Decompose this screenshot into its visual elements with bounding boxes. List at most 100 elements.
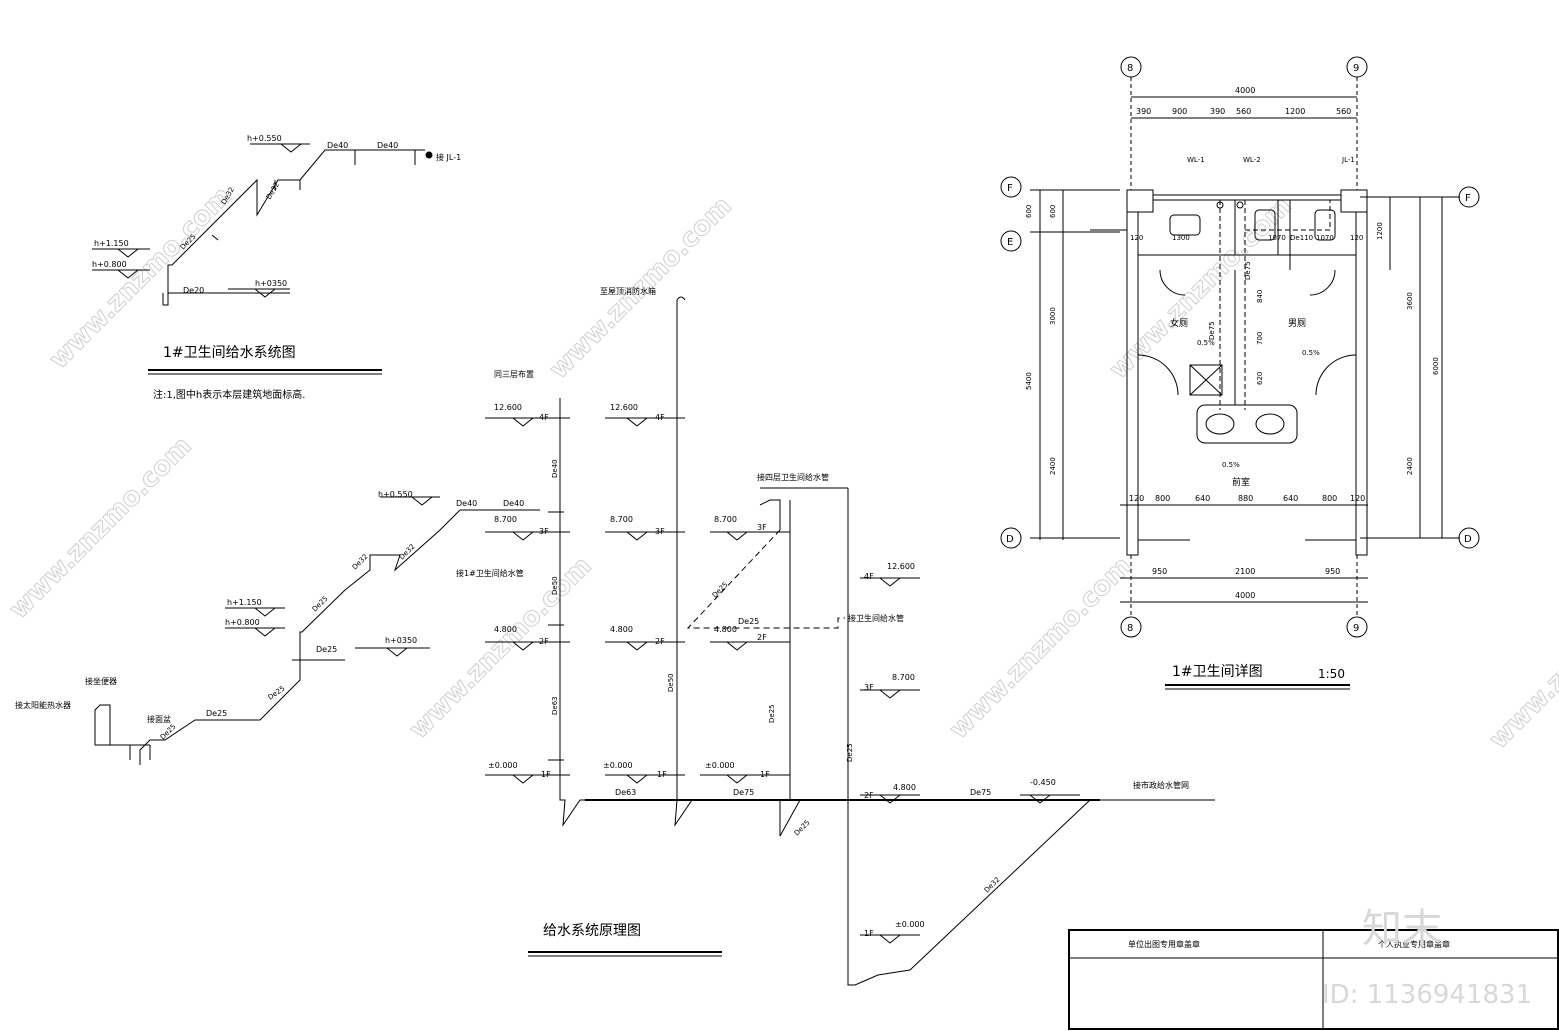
dim-label: 120 [1350, 234, 1363, 242]
slope-label: 0.5% [1302, 349, 1320, 357]
pipe-label: De25 [793, 819, 812, 838]
elev-label: 8.700 [892, 673, 915, 682]
dim-label: 5400 [1025, 372, 1033, 390]
dim-label: 800 [1155, 494, 1170, 503]
pipe-label: De25 [206, 709, 227, 718]
connect-label: 接 JL-1 [436, 152, 461, 162]
dim-label: 560 [1336, 107, 1351, 116]
riser-title: 给水系统原理图 [543, 923, 641, 939]
seal-label-unit: 单位出图专用章盖章 [1128, 939, 1200, 949]
pipe-label: De25 [768, 704, 776, 723]
plan-title: 1#卫生间详图 [1172, 664, 1263, 680]
room-label: 女厕 [1170, 317, 1188, 329]
pipe-label: De40 [377, 141, 398, 150]
floor-label: 2F [864, 791, 874, 800]
sys2-diagram [94, 496, 540, 765]
floor-label: 2F [655, 637, 665, 646]
level-label: h+0350 [385, 636, 417, 645]
dim-label: 950 [1325, 567, 1340, 576]
dim-label: 2100 [1235, 567, 1255, 576]
elev-label: 4.800 [610, 625, 633, 634]
elev-label: 8.700 [494, 515, 517, 524]
dim-label: 640 [1195, 494, 1210, 503]
floor-label: 4F [864, 572, 874, 581]
floor-label: 3F [757, 523, 767, 532]
dim-label: 120 [1130, 234, 1143, 242]
dim-label: 950 [1152, 567, 1167, 576]
dim-label: 2400 [1406, 457, 1414, 475]
level-label: h+1.150 [94, 239, 129, 248]
dim-label: 900 [1172, 107, 1187, 116]
pipe-tag: De75 [1208, 321, 1216, 340]
pipe-label: De25 [316, 645, 337, 654]
elev-label: 4.800 [714, 625, 737, 634]
level-label: h+0.800 [225, 618, 260, 627]
dim-label: 4000 [1235, 591, 1255, 600]
dim-label: 1300 [1172, 234, 1190, 242]
fixture-label: 接坐便器 [85, 676, 117, 686]
pipe-label: De25 [846, 743, 854, 762]
watermark-text: www.znzmo.com [4, 431, 198, 625]
pipe-label: De32 [351, 553, 370, 572]
level-label: h+0.800 [92, 260, 127, 269]
axis-label: 9 [1353, 63, 1359, 74]
dim-label: 3600 [1406, 292, 1414, 310]
pipe-label: De75 [733, 788, 754, 797]
dim-label: 800 [1322, 494, 1337, 503]
floor-label: 1F [864, 929, 874, 938]
floor-label: 1F [760, 770, 770, 779]
elev-label: 8.700 [610, 515, 633, 524]
pipe-label: De32 [265, 181, 281, 201]
image-id: ID: 1136941831 [1322, 980, 1532, 1010]
dim-label: 840 [1256, 290, 1264, 303]
pipe-tag: De75 [1244, 261, 1252, 280]
pipe-tag: WL-2 [1243, 156, 1261, 164]
level-label: h+0.550 [378, 490, 413, 499]
dim-label: 700 [1256, 332, 1264, 345]
elev-label: 8.700 [714, 515, 737, 524]
riser-text: 给水系统原理图 至屋顶消防水箱 同三层布置 接1#卫生间给水管 接四层卫生间给水… [456, 286, 1189, 939]
pipe-label: De63 [551, 696, 559, 715]
dim-label: 880 [1238, 494, 1253, 503]
axis-label: 8 [1127, 63, 1133, 74]
dim-label: 600 [1049, 205, 1057, 218]
dim-label: 3000 [1049, 307, 1057, 325]
dim-label: 4000 [1235, 86, 1255, 95]
axis-label: D [1464, 534, 1472, 545]
dim-label: 1200 [1285, 107, 1305, 116]
elev-label: 12.600 [610, 403, 638, 412]
elev-label: ±0.000 [603, 761, 633, 770]
pipe-label: De32 [983, 876, 1002, 895]
elev-label: 12.600 [494, 403, 522, 412]
pipe-label: De40 [551, 459, 559, 478]
elev-label: ±0.000 [895, 920, 925, 929]
seal-label-personal: 个人执业专用章盖章 [1378, 939, 1450, 949]
dim-label: 1070 [1268, 234, 1286, 242]
pipe-label: De40 [456, 499, 477, 508]
level-label: h+1.150 [227, 598, 262, 607]
pipe-label: De20 [183, 286, 204, 295]
plan-drawing [1000, 56, 1480, 690]
elev-label: 4.800 [494, 625, 517, 634]
pipe-label: De63 [615, 788, 636, 797]
conn1-label: 接1#卫生间给水管 [456, 568, 524, 578]
level-label: h+0.550 [247, 134, 282, 143]
pipe-label: De40 [503, 499, 524, 508]
brand-layer: 知末 ID: 1136941831 [1322, 906, 1532, 1010]
sys1-note: 注:1,图中h表示本层建筑地面标高. [153, 388, 305, 401]
dim-label: 640 [1283, 494, 1298, 503]
room-label: 男厕 [1288, 318, 1306, 329]
plan-scale: 1:50 [1318, 667, 1345, 681]
pipe-label: De40 [327, 141, 348, 150]
fixture-label: 接太阳能热水器 [15, 700, 71, 710]
title-block-text: 单位出图专用章盖章 个人执业专用章盖章 [1128, 939, 1450, 949]
watermark-text: www.znzmo.com [1104, 191, 1298, 385]
brand-logo: 知末 [1362, 906, 1442, 952]
pipe-label: De50 [551, 576, 559, 595]
slope-label: 0.5% [1222, 461, 1240, 469]
pipe-label: De75 [970, 788, 991, 797]
elev-label: ±0.000 [488, 761, 518, 770]
elev-label: 12.600 [887, 562, 915, 571]
dim-label: 560 [1236, 107, 1251, 116]
